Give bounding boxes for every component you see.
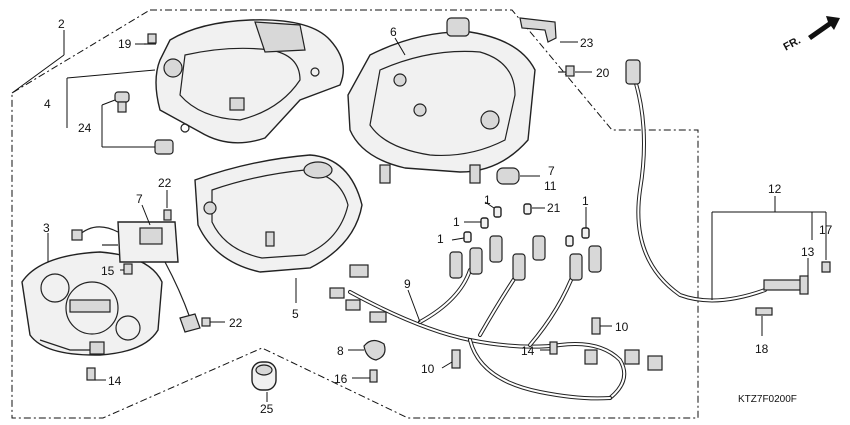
- callout-3: 3: [43, 221, 50, 235]
- speedometer-cable: [625, 59, 831, 303]
- callout-8: 8: [337, 344, 344, 358]
- callout-21: 21: [547, 201, 561, 215]
- callout-1-right: 1: [582, 194, 589, 208]
- callout-13: 13: [801, 245, 815, 259]
- front-direction-arrow-icon: [808, 16, 840, 40]
- callout-6: 6: [390, 25, 397, 39]
- callout-7-left: 7: [136, 192, 143, 206]
- meter-gasket: [194, 154, 363, 273]
- leader-1c: [484, 201, 495, 209]
- callout-16: 16: [334, 372, 348, 386]
- callout-12: 12: [768, 182, 782, 196]
- callout-11: 11: [544, 179, 557, 193]
- bracket-22-bottom: [179, 313, 211, 333]
- leader-4: [66, 69, 156, 79]
- leader-24a: [101, 99, 116, 106]
- grommet-24-top: [114, 91, 130, 113]
- callout-22-top: 22: [158, 176, 172, 190]
- screw-16: [369, 369, 378, 383]
- leader-7b: [141, 204, 151, 226]
- callout-7-top: 7: [548, 164, 555, 178]
- leader-10b: [441, 361, 453, 369]
- socket-25: [251, 361, 277, 391]
- meter-panel: [21, 251, 163, 356]
- callout-5: 5: [292, 307, 299, 321]
- callout-19: 19: [118, 37, 132, 51]
- assembly-outline: [11, 9, 699, 419]
- callout-1-mid: 1: [453, 215, 460, 229]
- screw-22-top: [163, 209, 172, 221]
- screw-14-left: [86, 367, 96, 381]
- screw-20: [558, 65, 575, 77]
- callout-14-left: 14: [108, 374, 122, 388]
- leader-9: [407, 289, 421, 323]
- screw-19: [144, 33, 157, 45]
- wire-harness: [329, 264, 663, 401]
- callout-1-left: 1: [437, 232, 444, 246]
- rubber-23: [519, 17, 557, 43]
- callout-15: 15: [101, 264, 115, 278]
- lower-meter-case: [347, 17, 536, 184]
- direction-label: FR.: [781, 35, 802, 54]
- callout-2: 2: [58, 17, 65, 31]
- leader-2b: [11, 54, 65, 94]
- clamp-8: [363, 339, 386, 361]
- callout-24: 24: [78, 121, 92, 135]
- callout-10-right: 10: [615, 320, 629, 334]
- leader-1a: [451, 237, 465, 241]
- bolt-10-right: [591, 317, 601, 335]
- callout-9: 9: [404, 277, 411, 291]
- screw-15: [123, 263, 133, 275]
- callout-18: 18: [755, 342, 769, 356]
- screw-18: [755, 307, 773, 316]
- diagram-code: KTZ7F0200F: [738, 394, 797, 405]
- callout-4: 4: [44, 97, 51, 111]
- callout-20: 20: [596, 66, 610, 80]
- bolt-10-lower: [451, 349, 461, 369]
- screw-14-right: [549, 341, 558, 355]
- callout-25: 25: [260, 402, 274, 416]
- callout-17: 17: [819, 223, 833, 237]
- callout-14-right: 14: [521, 344, 535, 358]
- socket-7-11: [496, 167, 520, 185]
- leader-6: [394, 37, 406, 56]
- circuit-board: [71, 221, 191, 319]
- grommet-24-bottom: [154, 139, 174, 155]
- callout-22-bottom: 22: [229, 316, 243, 330]
- callout-1-top: 1: [484, 193, 491, 207]
- bulbs: [463, 203, 590, 247]
- upper-meter-case: [155, 19, 344, 144]
- bulb-sockets: [449, 235, 602, 281]
- callout-23: 23: [580, 36, 594, 50]
- callout-10-lower: 10: [421, 362, 435, 376]
